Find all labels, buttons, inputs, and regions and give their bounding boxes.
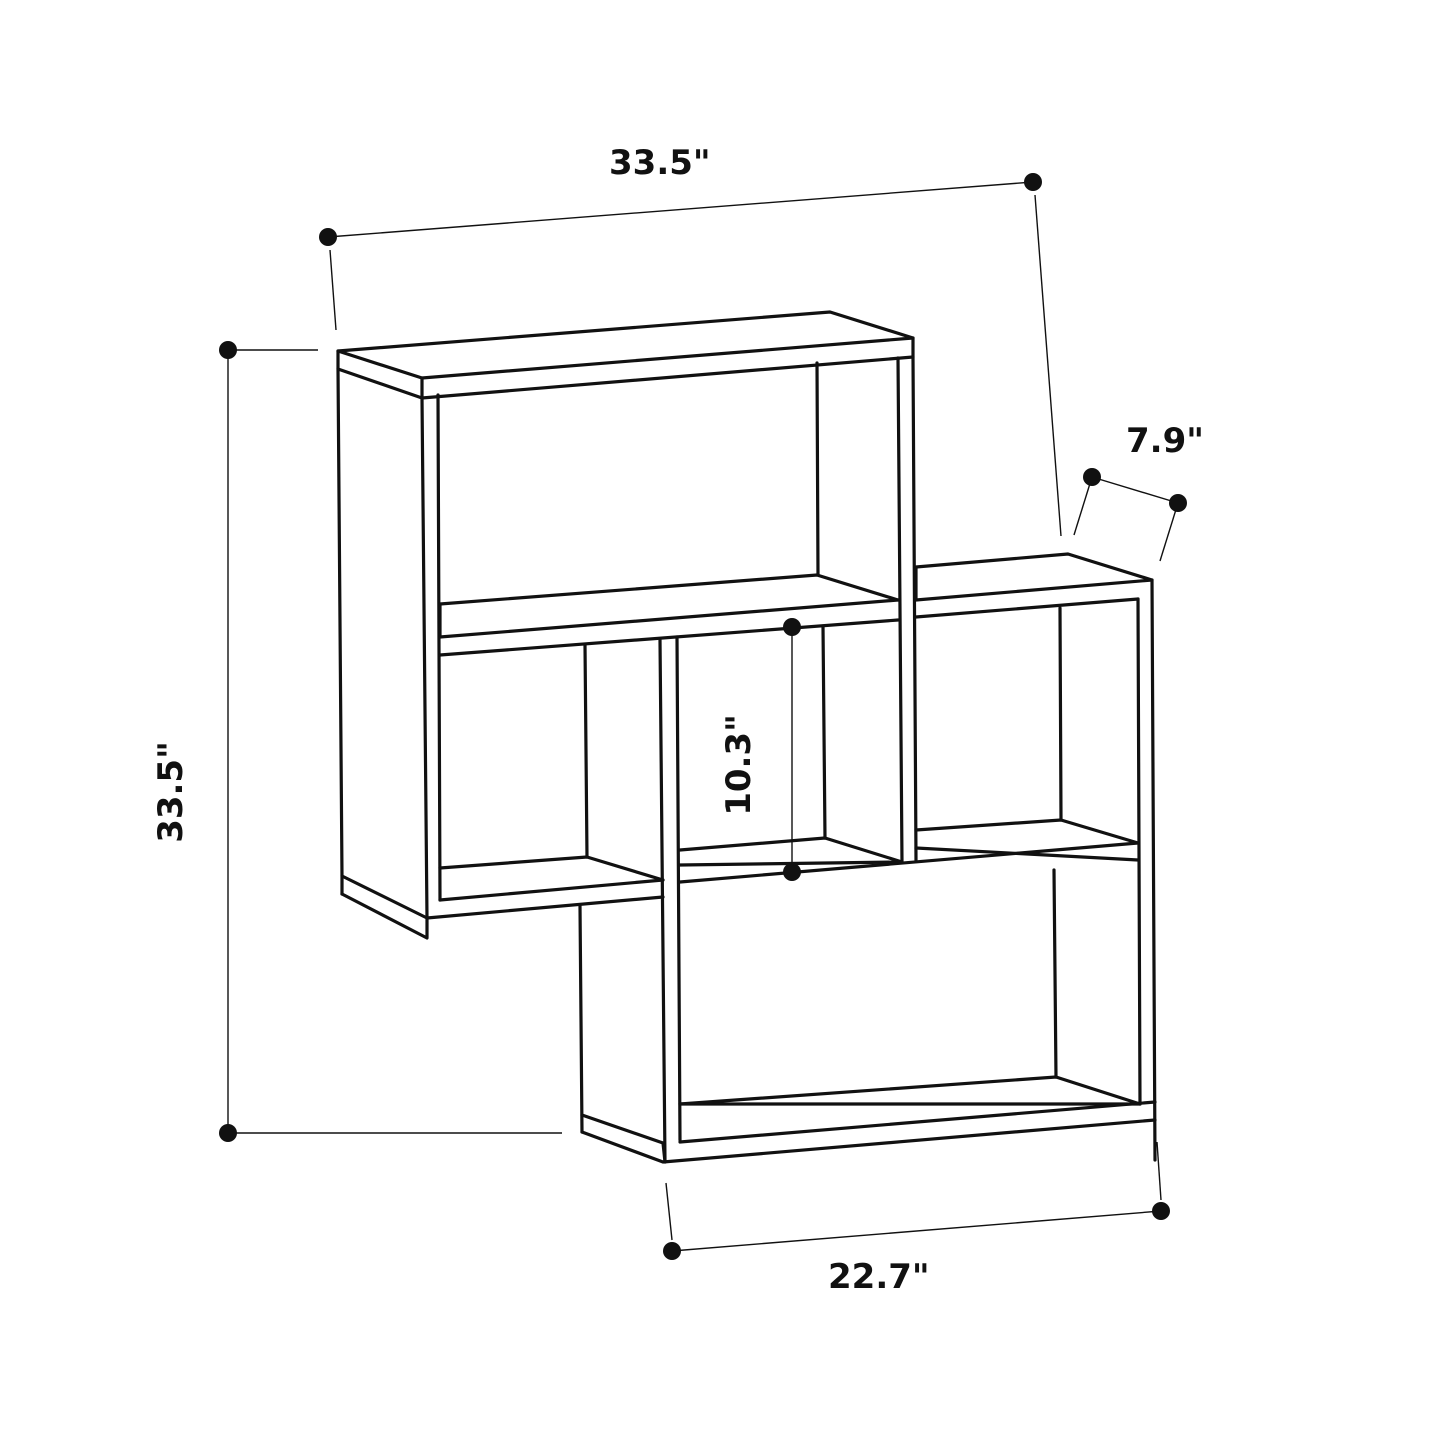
shelf-drawing	[336, 310, 1157, 1164]
lower-unit-width-label: 22.7"	[828, 1257, 930, 1297]
dimension-endpoint	[783, 863, 801, 881]
dimension-endpoint	[783, 618, 801, 636]
overall-height-label: 33.5"	[150, 741, 191, 843]
dimension-endpoint	[663, 1242, 681, 1260]
overall-width-label: 33.5"	[609, 143, 711, 183]
compartment-height-label: 10.3"	[718, 714, 759, 816]
top-board-surface	[336, 310, 915, 380]
dimension-endpoint	[1024, 173, 1042, 191]
dimension-endpoint	[1169, 494, 1187, 512]
depth-label: 7.9"	[1126, 421, 1204, 461]
dimension-endpoint	[1083, 468, 1101, 486]
dimension-endpoint	[1152, 1202, 1170, 1220]
dimension-endpoint	[319, 228, 337, 246]
dimension-endpoint	[219, 341, 237, 359]
right-top-board	[914, 552, 1154, 602]
dimension-lines	[219, 173, 1187, 1260]
left-side-panel	[336, 367, 429, 920]
dimension-endpoint	[219, 1124, 237, 1142]
top-board-front	[336, 336, 915, 400]
